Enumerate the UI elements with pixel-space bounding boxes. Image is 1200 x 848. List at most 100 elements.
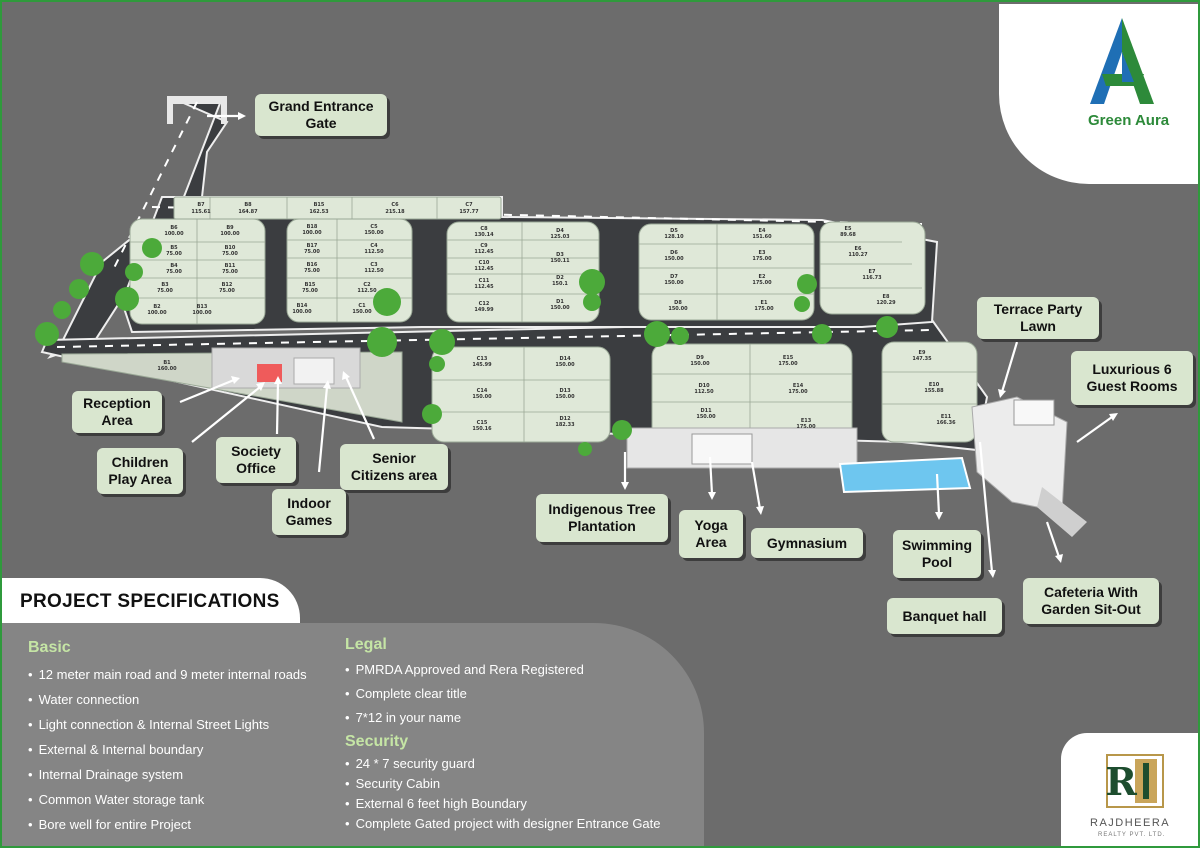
plot-area-b16: 75.00: [304, 268, 320, 274]
specs-legal-heading: Legal: [345, 636, 387, 653]
plot-label-b3: B3: [161, 282, 169, 288]
plot-area-c12: 149.99: [474, 307, 494, 313]
callout-guest-rooms: Luxurious 6 Guest Rooms: [1071, 351, 1193, 405]
clubhouse-buildings: [211, 347, 1087, 537]
plot-label-c5: C5: [370, 224, 378, 230]
plot-area-d8: 150.00: [668, 306, 688, 312]
plot-area-b9: 100.00: [220, 231, 240, 237]
plot-area-b14: 100.00: [292, 309, 312, 315]
plot-label-b5: B5: [170, 245, 178, 251]
plot-area-c8: 130.14: [474, 232, 494, 238]
specs-title: PROJECT SPECIFICATIONS: [20, 591, 280, 612]
list-item: External 6 feet high Boundary: [345, 794, 661, 814]
plot-area-d11: 150.00: [696, 414, 716, 420]
plot-area-c6: 215.18: [385, 209, 405, 215]
plot-area-b11: 75.00: [222, 269, 238, 275]
plot-block-c: [446, 221, 600, 323]
plot-area-e9: 147.35: [912, 356, 932, 362]
plot-label-b9: B9: [226, 225, 234, 231]
plot-area-b18: 100.00: [302, 230, 322, 236]
callout-yoga-area: Yoga Area: [679, 510, 743, 558]
plot-area-b5: 75.00: [166, 251, 182, 257]
plot-area-d3: 150.11: [550, 258, 570, 264]
plot-label-b17: B17: [307, 243, 318, 249]
plot-label-b4: B4: [170, 263, 178, 269]
plot-block-d2: [651, 343, 853, 440]
plot-area-e1: 175.00: [754, 306, 774, 312]
plot-label-e13: E13: [801, 418, 812, 424]
plot-label-b7: B7: [197, 202, 205, 208]
brand-logo-card: [999, 4, 1198, 184]
rajdheera-logo-icon: R: [1105, 754, 1164, 808]
plot-area-b1: 160.00: [157, 366, 177, 372]
plot-label-e9: E9: [919, 350, 926, 356]
plot-label-b8: B8: [244, 202, 252, 208]
specs-security-heading: Security: [345, 733, 409, 750]
plot-area-c4: 112.50: [364, 249, 384, 255]
plot-area-b7: 115.61: [191, 209, 211, 215]
plot-label-d6: D6: [670, 250, 678, 256]
list-item: Complete Gated project with designer Ent…: [345, 814, 661, 834]
list-item: 24 * 7 security guard: [345, 754, 661, 774]
specs-basic-heading: Basic: [28, 639, 71, 656]
plot-area-b13: 100.00: [192, 310, 212, 316]
specs-title-tab: [2, 578, 300, 624]
plot-dividers: [130, 197, 977, 442]
plot-label-d13: D13: [559, 388, 571, 394]
plot-row-b-top: [173, 196, 502, 220]
entrance-gate: [167, 96, 227, 124]
plot-area-e8: 120.29: [876, 300, 896, 306]
callout-terrace-party-lawn: Terrace Party Lawn: [977, 297, 1099, 339]
plot-label-c14: C14: [477, 388, 488, 394]
plot-label-d14: D14: [559, 356, 571, 362]
plot-label-d12: D12: [559, 416, 571, 422]
plot-label-c13: C13: [477, 356, 488, 362]
plot-block-c2: [431, 346, 611, 443]
callout-banquet-hall: Banquet hall: [887, 598, 1002, 634]
plot-area-d2: 150.1: [552, 281, 568, 287]
plot-area-c15: 150.16: [472, 426, 492, 432]
plot-label-e14: E14: [793, 383, 804, 389]
developer-logo-card: R: [1061, 733, 1198, 846]
plot-area-e14: 175.00: [788, 389, 808, 395]
plot-label-c8: C8: [480, 226, 488, 232]
plot-area-d6: 150.00: [664, 256, 684, 262]
plot-area-c5: 150.00: [364, 230, 384, 236]
plot-area-d1: 150.00: [550, 305, 570, 311]
list-item: Security Cabin: [345, 774, 661, 794]
plot-area-e13: 175.00: [796, 424, 816, 430]
plot-area-d12: 182.33: [555, 422, 575, 428]
plot-area-c2: 112.50: [357, 288, 377, 294]
plot-label-b14: B14: [297, 303, 308, 309]
plot-label-d8: D8: [674, 300, 682, 306]
plot-label-b1: B1: [163, 360, 171, 366]
plot-area-d13: 150.00: [555, 394, 575, 400]
list-item: Common Water storage tank: [28, 790, 307, 815]
list-item: Water connection: [28, 690, 307, 715]
plot-labels: B7 115.61 B8 164.87 B15 162.53 C6 215.18…: [147, 202, 956, 432]
plot-label-d7: D7: [670, 274, 678, 280]
plot-label-e4: E4: [759, 228, 766, 234]
list-item: Bore well for entire Project: [28, 815, 307, 840]
callout-grand-entrance-gate: Grand Entrance Gate: [255, 94, 387, 136]
list-item: 7*12 in your name: [345, 708, 584, 732]
plot-area-d5: 128.10: [664, 234, 684, 240]
plot-area-e7: 116.73: [862, 275, 882, 281]
plot-area-e10: 155.88: [924, 388, 944, 394]
plot-label-d3: D3: [556, 252, 564, 258]
plot-area-d10: 112.50: [694, 389, 714, 395]
list-item: External & Internal boundary: [28, 740, 307, 765]
plot-label-d4: D4: [556, 228, 564, 234]
callout-children-play-area: Children Play Area: [97, 448, 183, 494]
plot-label-d5: D5: [670, 228, 678, 234]
plot-area-e5: 89.68: [840, 232, 856, 238]
developer-name: RAJDHEERA: [1090, 817, 1171, 829]
plot-label-e6: E6: [855, 246, 862, 252]
plot-area-d14: 150.00: [555, 362, 575, 368]
swimming-pool-water: [838, 456, 972, 494]
plot-label-d2: D2: [556, 275, 564, 281]
plot-label-c4: C4: [370, 243, 378, 249]
list-item: PMRDA Approved and Rera Registered: [345, 660, 584, 684]
plot-label-e10: E10: [929, 382, 940, 388]
